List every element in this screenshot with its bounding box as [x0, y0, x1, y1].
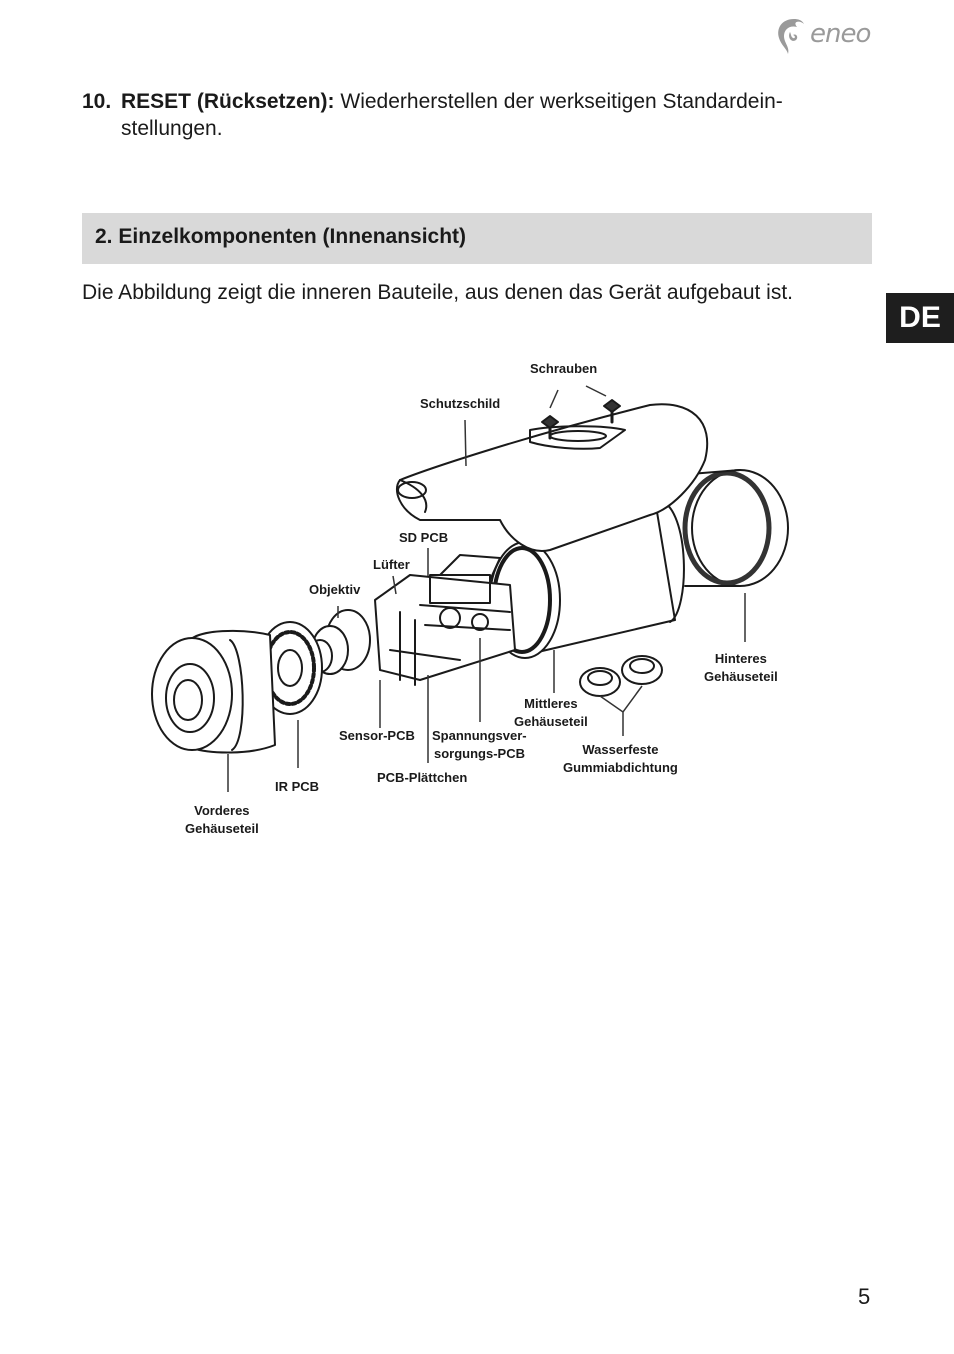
label-schrauben: Schrauben — [530, 361, 598, 376]
sunshield-drawing — [395, 403, 709, 552]
label-pcb-plaettchen: PCB-Plättchen — [377, 770, 468, 785]
label-sensor-pcb: Sensor-PCB — [339, 728, 415, 743]
label-wasserfeste-line1: Wasserfeste — [582, 742, 659, 757]
exploded-view-figure: Schrauben Schutzschild SD PCB Lüfter Obj… — [130, 350, 830, 850]
front-housing-drawing — [151, 629, 276, 754]
intro-paragraph: Die Abbildung zeigt die inneren Bauteile… — [82, 281, 793, 304]
label-vorderes-line2: Gehäuseteil — [185, 821, 259, 836]
label-mittleres-line2: Gehäuseteil — [514, 714, 588, 729]
eneo-swirl-icon — [778, 19, 804, 54]
label-spannung-line2: sorgungs-PCB — [434, 746, 525, 761]
label-vorderes-line1: Vorderes — [194, 803, 250, 818]
label-sd-pcb: SD PCB — [399, 530, 449, 545]
screws-drawing — [541, 399, 621, 440]
label-spannung-line1: Spannungsver- — [432, 728, 527, 743]
rubber-seals-drawing — [579, 655, 663, 697]
eneo-logo: eneo — [774, 16, 884, 58]
label-schutzschild: Schutzschild — [420, 396, 501, 411]
list-item-reset: 10. RESET (Rücksetzen): Wiederherstellen… — [82, 88, 862, 142]
leader-lines — [227, 385, 746, 792]
label-vorderes-gehaeuseteil: Vorderes Gehäuseteil — [185, 802, 259, 838]
camera-exploded-drawing — [151, 385, 789, 792]
section-title: 2. Einzelkomponenten (Innenansicht) — [95, 225, 467, 248]
ir-pcb-drawing — [257, 621, 323, 715]
rear-housing-drawing — [682, 469, 789, 587]
label-spannungsversorgungs-pcb: Spannungsver- sorgungs-PCB — [432, 727, 527, 763]
language-tab-de: DE — [886, 293, 954, 343]
page-number: 5 — [858, 1284, 871, 1309]
label-wasserfeste-line2: Gummiabdichtung — [563, 760, 678, 775]
section-heading-bar: 2. Einzelkomponenten (Innenansicht) — [82, 213, 872, 264]
list-item-number: 10. — [82, 90, 112, 113]
label-wasserfeste-gummiabdichtung: Wasserfeste Gummiabdichtung — [563, 741, 678, 777]
logo-text: eneo — [810, 19, 871, 49]
label-luefter: Lüfter — [373, 557, 410, 572]
label-hinteres-gehaeuseteil: Hinteres Gehäuseteil — [704, 650, 778, 686]
label-hinteres-line2: Gehäuseteil — [704, 669, 778, 684]
list-item-text: Wiederherstellen der werkseitigen Standa… — [121, 90, 783, 140]
list-item-body: RESET (Rücksetzen): Wiederherstellen der… — [121, 88, 862, 142]
label-objektiv: Objektiv — [309, 582, 361, 597]
list-item-term: RESET (Rücksetzen): — [121, 90, 335, 113]
label-ir-pcb: IR PCB — [275, 779, 320, 794]
label-mittleres-gehaeuseteil: Mittleres Gehäuseteil — [514, 695, 588, 731]
label-mittleres-line1: Mittleres — [524, 696, 578, 711]
label-hinteres-line1: Hinteres — [714, 651, 767, 666]
